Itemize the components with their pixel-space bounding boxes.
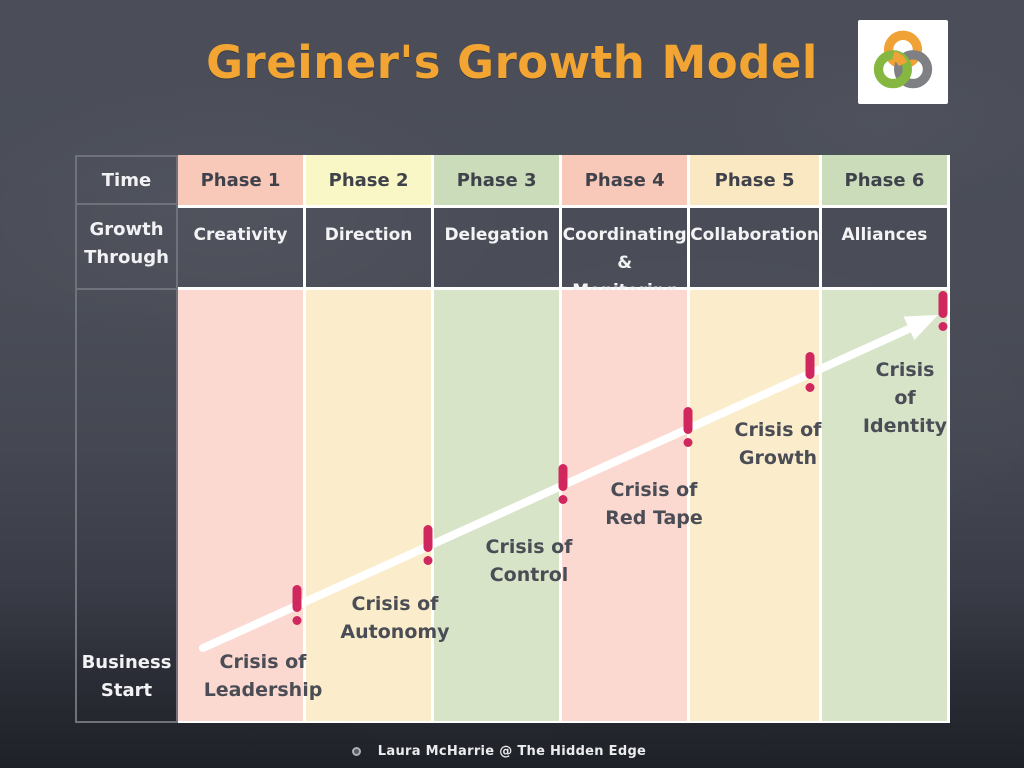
interlocking-rings-icon: [873, 30, 933, 89]
footer-ring-icon: [352, 747, 361, 756]
growth-arrow-icon: [199, 315, 938, 652]
phase-6-header: Phase 6: [821, 155, 950, 205]
phase-1-growth-through: Creativity: [178, 205, 307, 290]
phase-2-growth-through: Direction: [306, 205, 435, 290]
business-start-cell: Business Start: [75, 290, 178, 723]
crisis-exclamation-icon: [805, 352, 815, 392]
crisis-exclamation-icon: [558, 464, 568, 504]
crisis-label-red-tape: Crisis of Red Tape: [605, 479, 703, 529]
phase-4-growth-through: Coordinating & Monitoring: [562, 205, 691, 301]
time-header-cell: Time: [75, 155, 178, 205]
crisis-exclamation-icon: [683, 407, 693, 447]
phase-5-band: [690, 290, 822, 723]
slide-title: Greiner's Growth Model: [206, 36, 818, 89]
phase-4-header: Phase 4: [562, 155, 691, 205]
crisis-label-identity: Crisis of Identity: [862, 359, 948, 437]
crisis-label-autonomy: Crisis of Autonomy: [340, 593, 450, 643]
crisis-label-leadership: Crisis of Leadership: [203, 651, 323, 701]
crisis-label-control: Crisis of Control: [485, 536, 573, 586]
phase-6-growth-through: Alliances: [821, 205, 950, 290]
phase-3-growth-through: Delegation: [434, 205, 563, 290]
phase-3-band: [434, 290, 563, 723]
crisis-label-growth: Crisis of Growth: [734, 419, 822, 469]
crisis-exclamation-icon: [423, 525, 433, 565]
crisis-exclamation-icon: [938, 291, 948, 331]
phase-5-header: Phase 5: [690, 155, 822, 205]
phase-4-band: [562, 290, 691, 723]
company-logo: [858, 20, 948, 104]
crisis-exclamation-icon: [292, 585, 302, 625]
phase-3-header: Phase 3: [434, 155, 563, 205]
phase-1-header: Phase 1: [178, 155, 307, 205]
model-table: Time Phase 1 Phase 2 Phase 3 Phase 4 Pha…: [75, 155, 950, 723]
phase-2-header: Phase 2: [306, 155, 435, 205]
phase-2-band: [306, 290, 435, 723]
phase-1-band: [178, 290, 307, 723]
growth-chart-overlay: Crisis of Leadership Crisis of Autonomy …: [178, 290, 950, 723]
phase-5-growth-through: Collaboration: [690, 205, 822, 290]
growth-through-header-cell: Growth Through: [75, 205, 178, 290]
footer-credit: Laura McHarrie @ The Hidden Edge: [377, 744, 647, 759]
